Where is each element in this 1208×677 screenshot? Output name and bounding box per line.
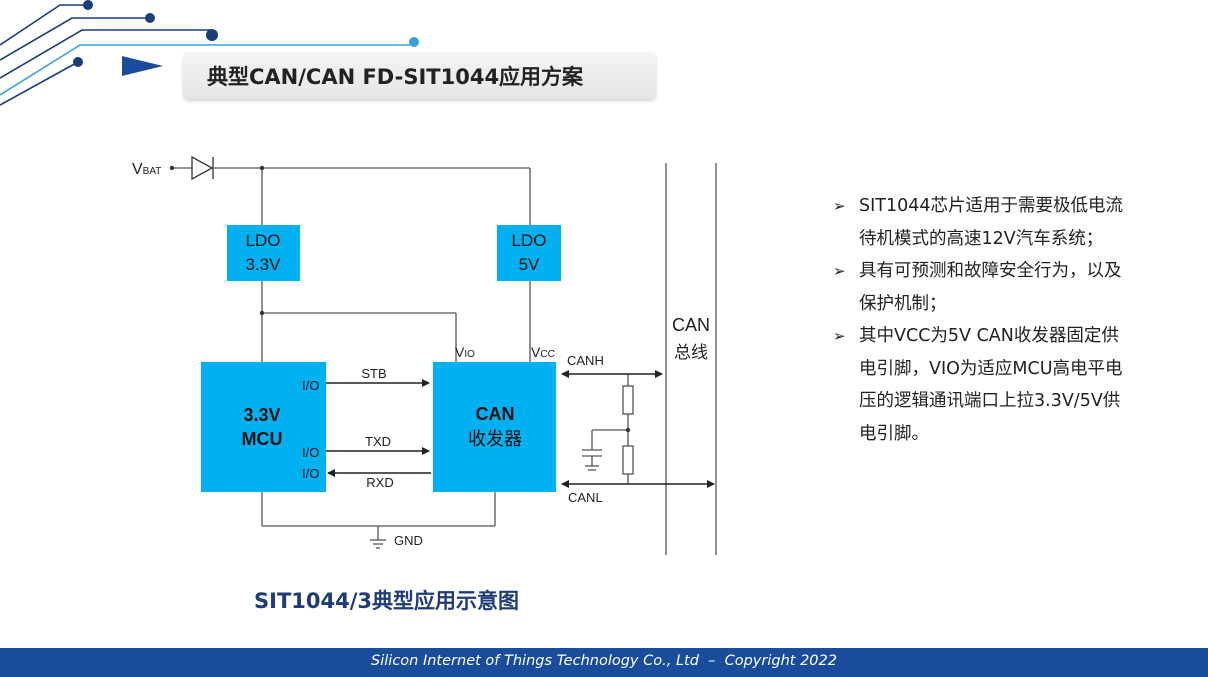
resistor-bottom — [622, 445, 634, 475]
ldo-5v-line2: 5V — [519, 255, 540, 274]
io-txd-label: I/O — [302, 445, 319, 460]
footer-copyright: Silicon Internet of Things Technology Co… — [371, 653, 837, 669]
arrow-bullet-icon: ➢ — [833, 262, 846, 280]
vio-label: VIO — [455, 344, 475, 360]
stb-label: STB — [361, 366, 386, 381]
resistor-top — [622, 385, 634, 415]
vcc-label: VCC — [531, 344, 555, 360]
ldo-3v3-line1: LDO — [246, 231, 281, 250]
diagram-caption: SIT1044/3典型应用示意图 — [254, 589, 519, 613]
ldo-5v-line1: LDO — [512, 231, 547, 250]
page-title: 典型CAN/CAN FD-SIT1044应用方案 — [207, 65, 584, 89]
vbat-label: VBAT — [132, 161, 161, 178]
wires — [174, 163, 717, 555]
canl-label: CANL — [568, 490, 603, 505]
list-item: ➢SIT1044芯片适用于需要极低电流待机模式的高速12V汽车系统； — [831, 190, 1131, 255]
corner-decoration — [0, 0, 419, 106]
bus-label-line1: CAN — [672, 315, 710, 335]
ldo-3v3-block — [227, 225, 300, 281]
io-rxd-label: I/O — [302, 466, 319, 481]
bus-label-line2: 总线 — [674, 343, 708, 362]
rxd-label: RXD — [366, 475, 393, 490]
ldo-3v3-line2: 3.3V — [246, 255, 282, 274]
mcu-block — [201, 362, 326, 492]
ldo-5v-block — [497, 225, 561, 281]
title-arrow-icon — [122, 56, 163, 76]
can-line1: CAN — [476, 404, 515, 424]
diode-icon — [191, 155, 214, 181]
list-item: ➢具有可预测和故障安全行为，以及保护机制； — [831, 255, 1131, 320]
list-item: ➢其中VCC为5V CAN收发器固定供电引脚，VIO为适应MCU高电平电压的逻辑… — [831, 320, 1131, 450]
mcu-line2: MCU — [242, 429, 283, 449]
can-transceiver-block — [433, 362, 556, 492]
arrow-bullet-icon: ➢ — [833, 197, 846, 215]
txd-label: TXD — [365, 434, 391, 449]
bullet-list: ➢SIT1044芯片适用于需要极低电流待机模式的高速12V汽车系统； ➢具有可预… — [831, 190, 1131, 450]
canh-label: CANH — [567, 353, 604, 368]
title-bar: 典型CAN/CAN FD-SIT1044应用方案 — [183, 52, 656, 99]
arrow-bullet-icon: ➢ — [833, 327, 846, 345]
can-line2: 收发器 — [468, 429, 522, 449]
gnd-label: GND — [394, 533, 423, 548]
mcu-line1: 3.3V — [243, 405, 280, 425]
footer-bar: Silicon Internet of Things Technology Co… — [0, 648, 1208, 677]
io-stb-label: I/O — [302, 378, 319, 393]
